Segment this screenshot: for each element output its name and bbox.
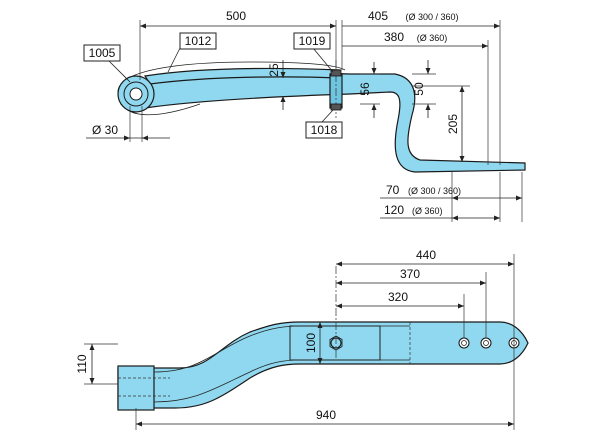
callout-box-1018 [305,121,343,139]
callout-1012: 1012 [185,34,212,48]
dim-50: 50 [412,82,426,96]
callout-box-1012 [179,32,217,50]
dim-205: 205 [446,114,460,134]
side-view: 1005 1012 1019 1018 500 405 (Ø 300 / 360… [83,9,526,222]
dim-500: 500 [226,9,246,23]
dim-405: 405 [368,9,388,23]
callout-1018: 1018 [311,123,338,137]
dim-120-note: (Ø 360) [412,206,443,216]
dim-70-note: (Ø 300 / 360) [408,186,461,196]
dim-dia-30: Ø 30 [92,123,118,137]
dim-405-note: (Ø 300 / 360) [405,12,458,22]
dim-100: 100 [304,333,318,353]
dim-110: 110 [75,354,89,373]
plan-bar [117,321,529,409]
dim-380-note: (Ø 360) [417,33,448,43]
plan-clamp [289,325,381,361]
dim-380: 380 [384,30,404,44]
dim-440: 440 [416,248,436,262]
dim-25: 25 [267,63,281,77]
callout-box-1019 [293,32,331,50]
dim-320: 320 [388,290,408,304]
eye-bore [129,87,143,101]
plan-view: 440 370 320 100 110 940 [75,248,529,430]
callout-1005: 1005 [89,46,116,60]
callout-1019: 1019 [299,34,326,48]
plan-hole-320 [458,337,470,349]
plan-eye-block [117,365,155,411]
plan-hole-370 [480,337,492,349]
dim-940: 940 [316,408,336,422]
dim-120: 120 [384,203,404,217]
dim-56: 56 [358,82,372,96]
bolt-nut [330,103,342,111]
dim-370: 370 [400,267,420,281]
callout-box-1005 [83,44,121,62]
dim-70: 70 [386,183,400,197]
